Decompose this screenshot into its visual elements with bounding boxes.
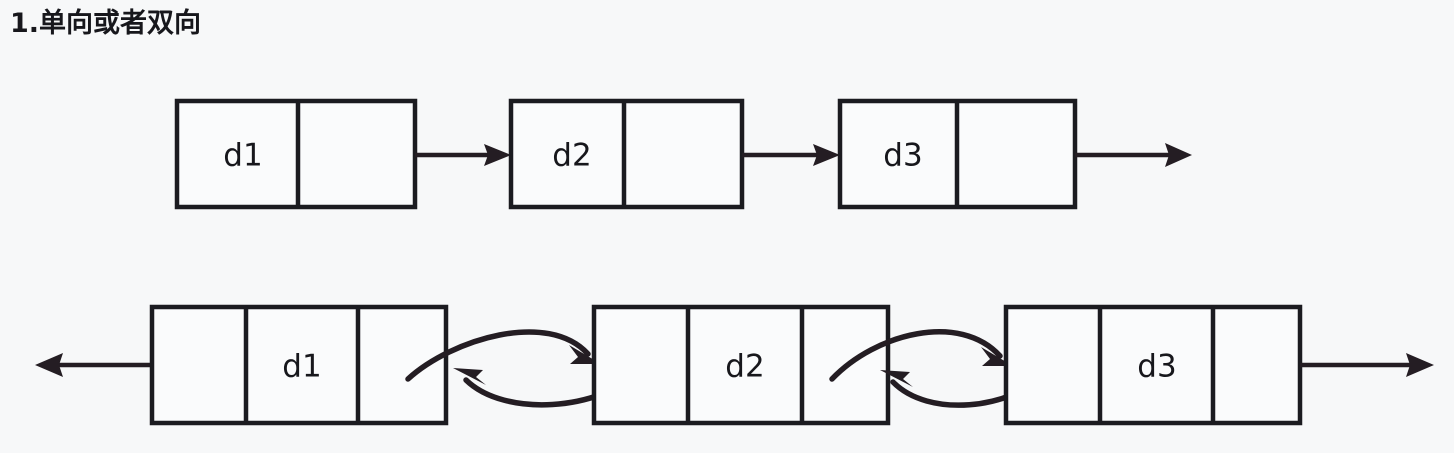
top-node-1-data-label: d1	[223, 138, 262, 174]
bottom-node-3-box	[1003, 304, 1303, 426]
bottom-node-3[interactable]: d3	[1003, 304, 1303, 426]
top-node-2-box	[508, 98, 745, 210]
top-arrow-1	[415, 144, 511, 166]
doubly-linked-list-group: d1 d2	[35, 304, 1434, 426]
bottom-node-2[interactable]: d2	[591, 304, 891, 426]
page-title: 1.单向或者双向	[10, 8, 202, 39]
top-node-2[interactable]: d2	[508, 98, 745, 210]
top-node-2-data-label: d2	[552, 138, 591, 174]
bottom-node-1-data-label: d1	[282, 349, 321, 385]
top-arrow-3	[1075, 143, 1192, 167]
bottom-arrow-right	[1300, 353, 1434, 377]
bottom-node-3-data-label: d3	[1137, 349, 1176, 385]
top-arrow-2	[742, 144, 840, 166]
bottom-arrow-left	[35, 353, 152, 377]
bottom-node-1-box	[149, 304, 449, 426]
bottom-node-1[interactable]: d1	[149, 304, 449, 426]
top-node-3[interactable]: d3	[837, 98, 1078, 210]
bottom-node-2-box	[591, 304, 891, 426]
bottom-node-2-data-label: d2	[725, 349, 764, 385]
top-node-3-data-label: d3	[883, 138, 922, 174]
singly-linked-list-group: d1 d2 d3	[174, 98, 1192, 210]
top-node-1[interactable]: d1	[174, 98, 418, 210]
